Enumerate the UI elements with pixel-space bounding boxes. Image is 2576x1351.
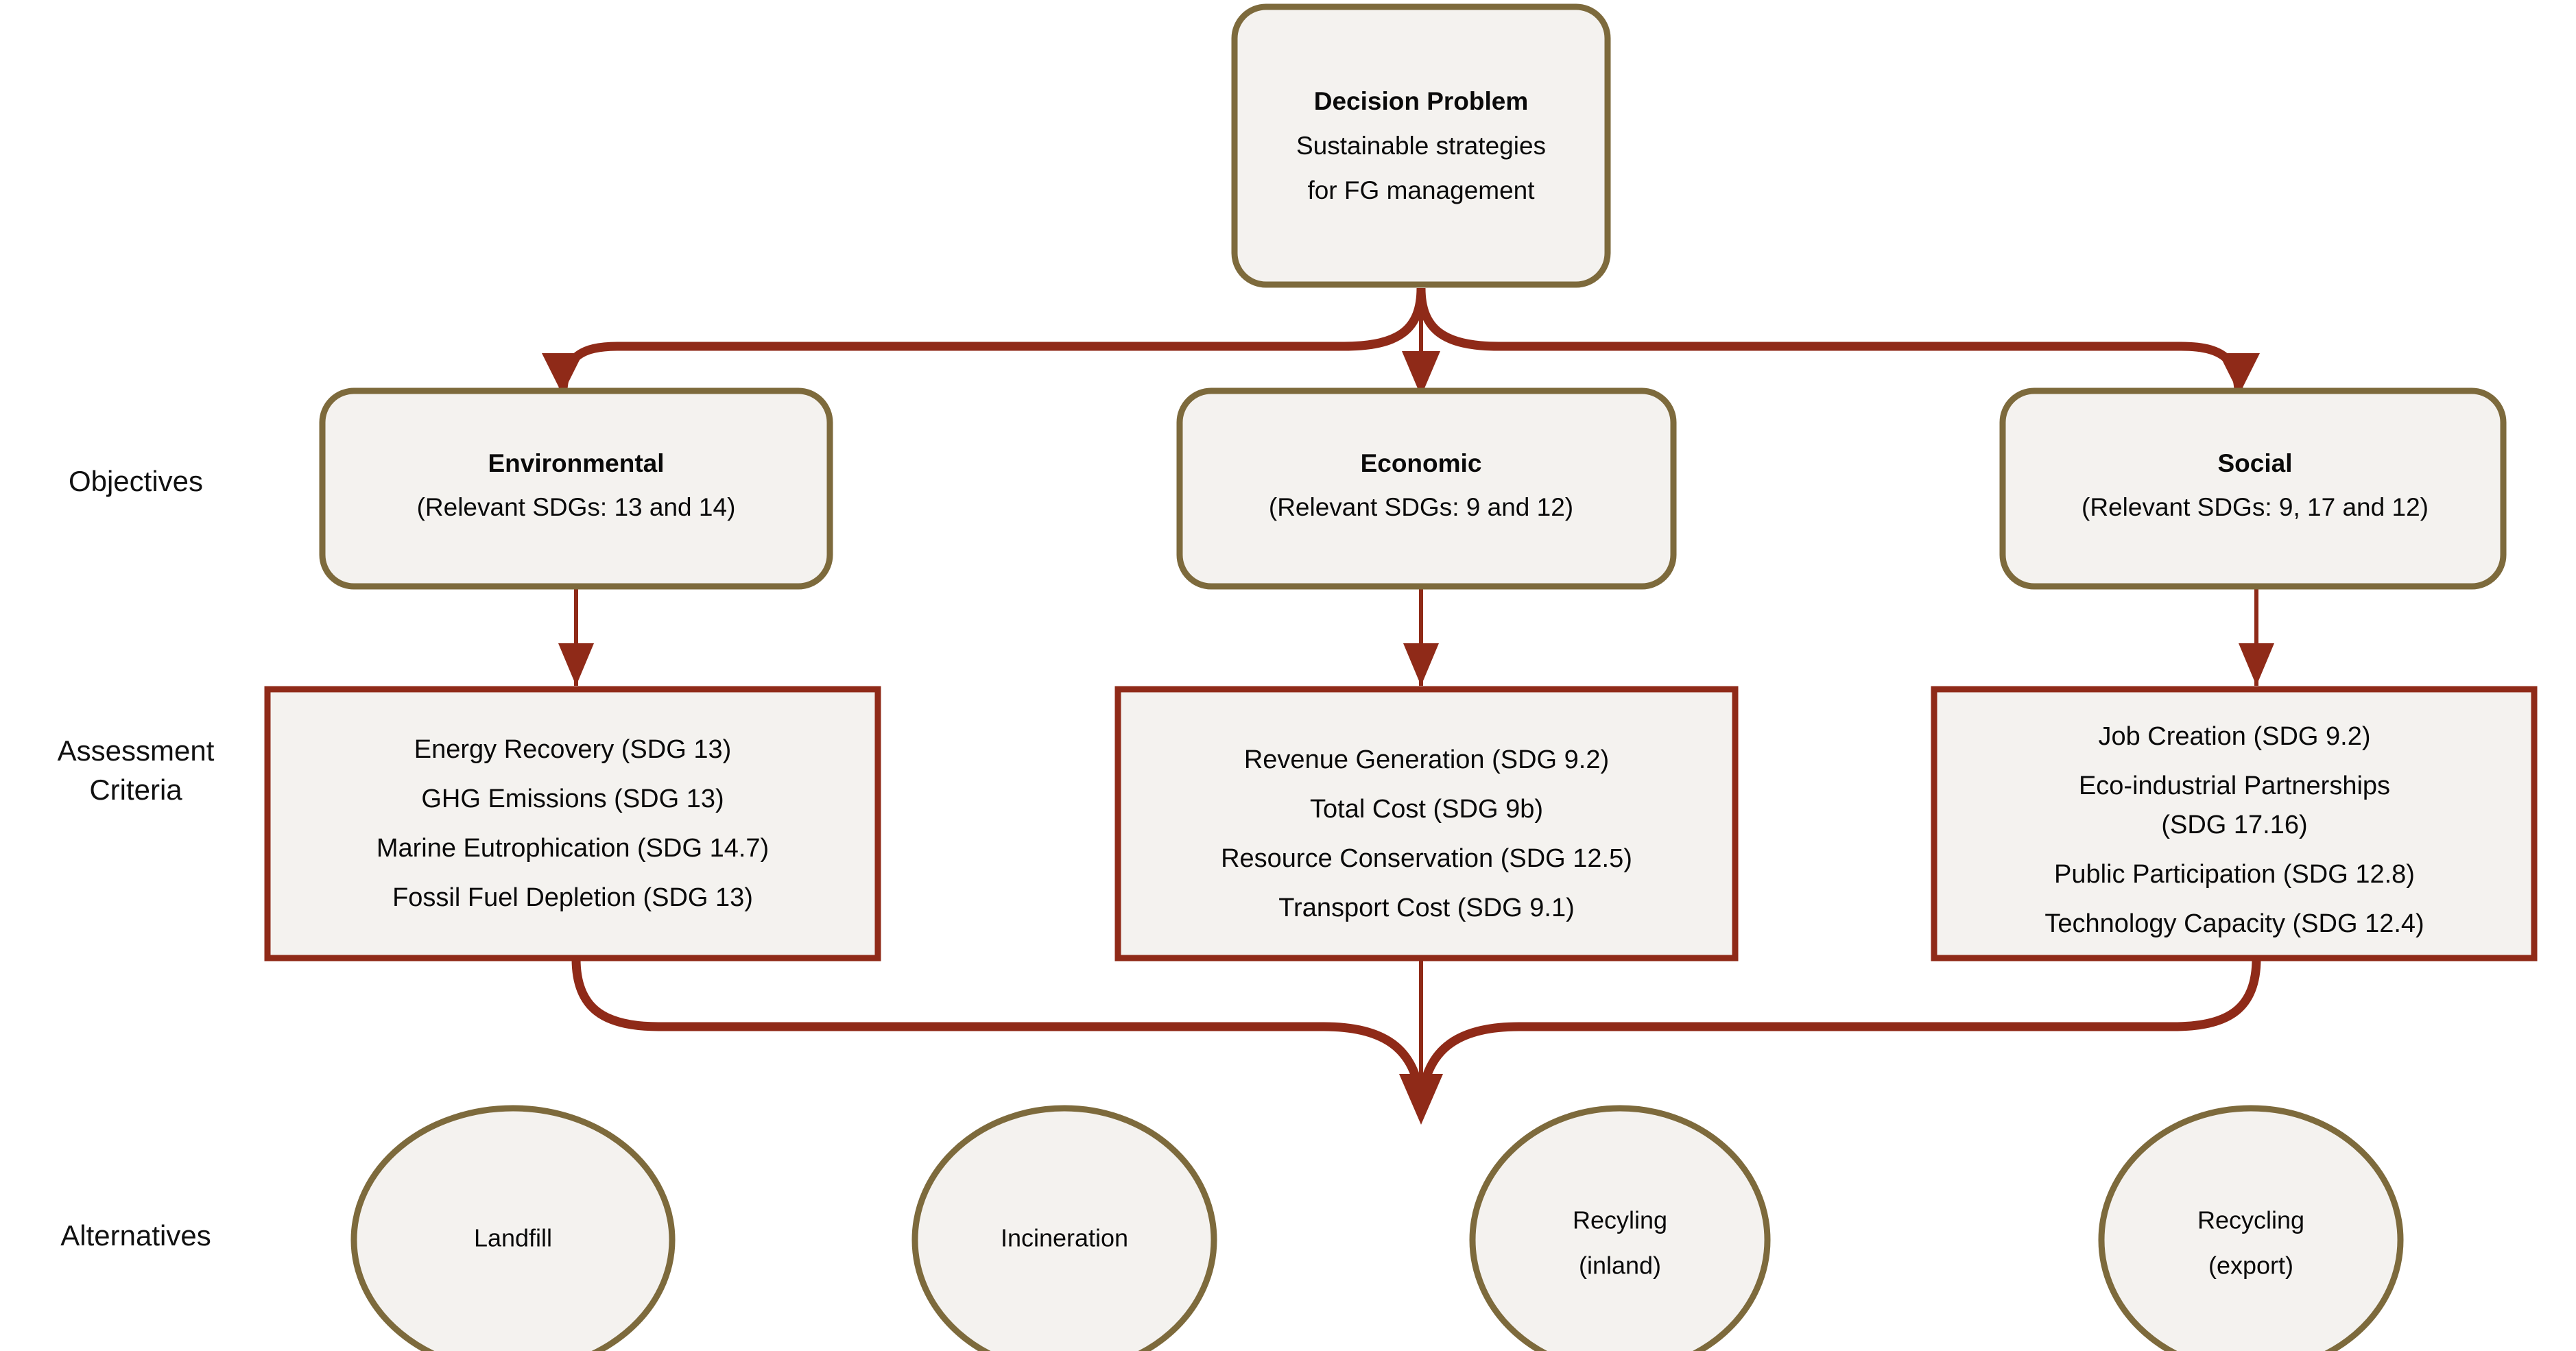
arrowhead-environmental-criteria <box>558 643 594 686</box>
objective-sdgs-economic: (Relevant SDGs: 9 and 12) <box>1269 493 1573 521</box>
criteria-line: Energy Recovery (SDG 13) <box>414 735 732 764</box>
criteria-line: (SDG 17.16) <box>2161 811 2307 839</box>
alternative-ellipse-recycling-inland[interactable] <box>1469 1105 1771 1351</box>
arrowhead-economic <box>1402 351 1440 396</box>
criteria-box-social[interactable] <box>1931 686 2538 961</box>
alternative-ellipse-landfill[interactable] <box>350 1105 676 1351</box>
alternative-label-line1: Incineration <box>1001 1224 1128 1252</box>
alternative-label-line2: (export) <box>2208 1252 2293 1280</box>
alternative-label-line1: Recycling <box>2197 1206 2304 1234</box>
alternative-label-line1: Recyling <box>1573 1206 1667 1234</box>
connector-environmental-criteria-merge <box>571 958 1426 1115</box>
objective-box-social[interactable] <box>1999 387 2507 590</box>
criteria-node-environmental[interactable]: Energy Recovery (SDG 13) GHG Emissions (… <box>264 686 881 961</box>
objective-node-environmental[interactable]: Environmental (Relevant SDGs: 13 and 14) <box>319 387 833 590</box>
criteria-line: Technology Capacity (SDG 12.4) <box>2044 909 2424 938</box>
connector-group-problem-to-objectives <box>542 287 2260 405</box>
objective-label-environmental: Environmental <box>488 449 665 477</box>
criteria-node-economic[interactable]: Revenue Generation (SDG 9.2) Total Cost … <box>1114 686 1739 961</box>
decision-problem-node[interactable]: Decision Problem Sustainable strategies … <box>1231 3 1611 288</box>
alternative-ellipse-incineration[interactable] <box>911 1105 1217 1351</box>
criteria-box-environmental[interactable] <box>264 686 881 961</box>
criteria-line: Fossil Fuel Depletion (SDG 13) <box>392 883 753 912</box>
criteria-line: GHG Emissions (SDG 13) <box>421 785 724 813</box>
criteria-line: Public Participation (SDG 12.8) <box>2054 860 2415 889</box>
row-label-assessment-line2: Criteria <box>89 774 182 806</box>
connector-group-objectives-to-criteria <box>558 586 2274 686</box>
criteria-box-economic[interactable] <box>1114 686 1739 961</box>
arrowhead-alternatives <box>1399 1074 1443 1125</box>
objective-label-economic: Economic <box>1361 449 1482 477</box>
row-labels: Objectives Assessment Criteria Alternati… <box>58 465 215 1252</box>
decision-problem-box[interactable] <box>1231 3 1611 288</box>
alternative-node-recycling-export[interactable]: Recycling (export) <box>2098 1105 2404 1351</box>
alternative-ellipse-recycling-export[interactable] <box>2098 1105 2404 1351</box>
objective-label-social: Social <box>2218 449 2293 477</box>
objective-box-economic[interactable] <box>1176 387 1677 590</box>
alternative-node-incineration[interactable]: Incineration <box>911 1105 1217 1351</box>
alternative-node-recycling-inland[interactable]: Recyling (inland) <box>1469 1105 1771 1351</box>
criteria-line: Job Creation (SDG 9.2) <box>2098 722 2370 751</box>
criteria-line: Marine Eutrophication (SDG 14.7) <box>377 834 769 863</box>
arrowhead-environmental <box>542 353 583 394</box>
row-label-alternatives: Alternatives <box>60 1219 211 1252</box>
criteria-line: Resource Conservation (SDG 12.5) <box>1221 844 1632 873</box>
alternative-node-landfill[interactable]: Landfill <box>350 1105 676 1351</box>
decision-problem-heading: Decision Problem <box>1314 87 1529 115</box>
connector-group-criteria-to-alternatives <box>571 958 2261 1125</box>
decision-problem-line1: Sustainable strategies <box>1296 132 1546 160</box>
connector-social-criteria-merge <box>1416 958 2261 1115</box>
decision-problem-line2: for FG management <box>1307 176 1535 204</box>
objective-box-environmental[interactable] <box>319 387 833 590</box>
criteria-line: Revenue Generation (SDG 9.2) <box>1244 745 1609 774</box>
connector-problem-to-social <box>1416 287 2244 405</box>
objective-node-social[interactable]: Social (Relevant SDGs: 9, 17 and 12) <box>1999 387 2507 590</box>
criteria-line: Total Cost (SDG 9b) <box>1310 795 1543 824</box>
criteria-line: Transport Cost (SDG 9.1) <box>1278 894 1575 922</box>
row-label-assessment-line1: Assessment <box>58 734 215 767</box>
arrowhead-social-criteria <box>2239 643 2274 686</box>
objective-sdgs-environmental: (Relevant SDGs: 13 and 14) <box>417 493 736 521</box>
alternative-label-line2: (inland) <box>1579 1252 1661 1280</box>
row-label-objectives: Objectives <box>69 465 203 497</box>
connector-problem-to-environmental <box>558 287 1426 405</box>
arrowhead-social <box>2219 353 2260 394</box>
objective-sdgs-social: (Relevant SDGs: 9, 17 and 12) <box>2082 493 2429 521</box>
arrowhead-economic-criteria <box>1403 643 1439 686</box>
alternative-label-line1: Landfill <box>474 1224 552 1252</box>
criteria-node-social[interactable]: Job Creation (SDG 9.2) Eco-industrial Pa… <box>1931 686 2538 961</box>
criteria-line: Eco-industrial Partnerships <box>2079 772 2390 800</box>
objective-node-economic[interactable]: Economic (Relevant SDGs: 9 and 12) <box>1176 387 1677 590</box>
